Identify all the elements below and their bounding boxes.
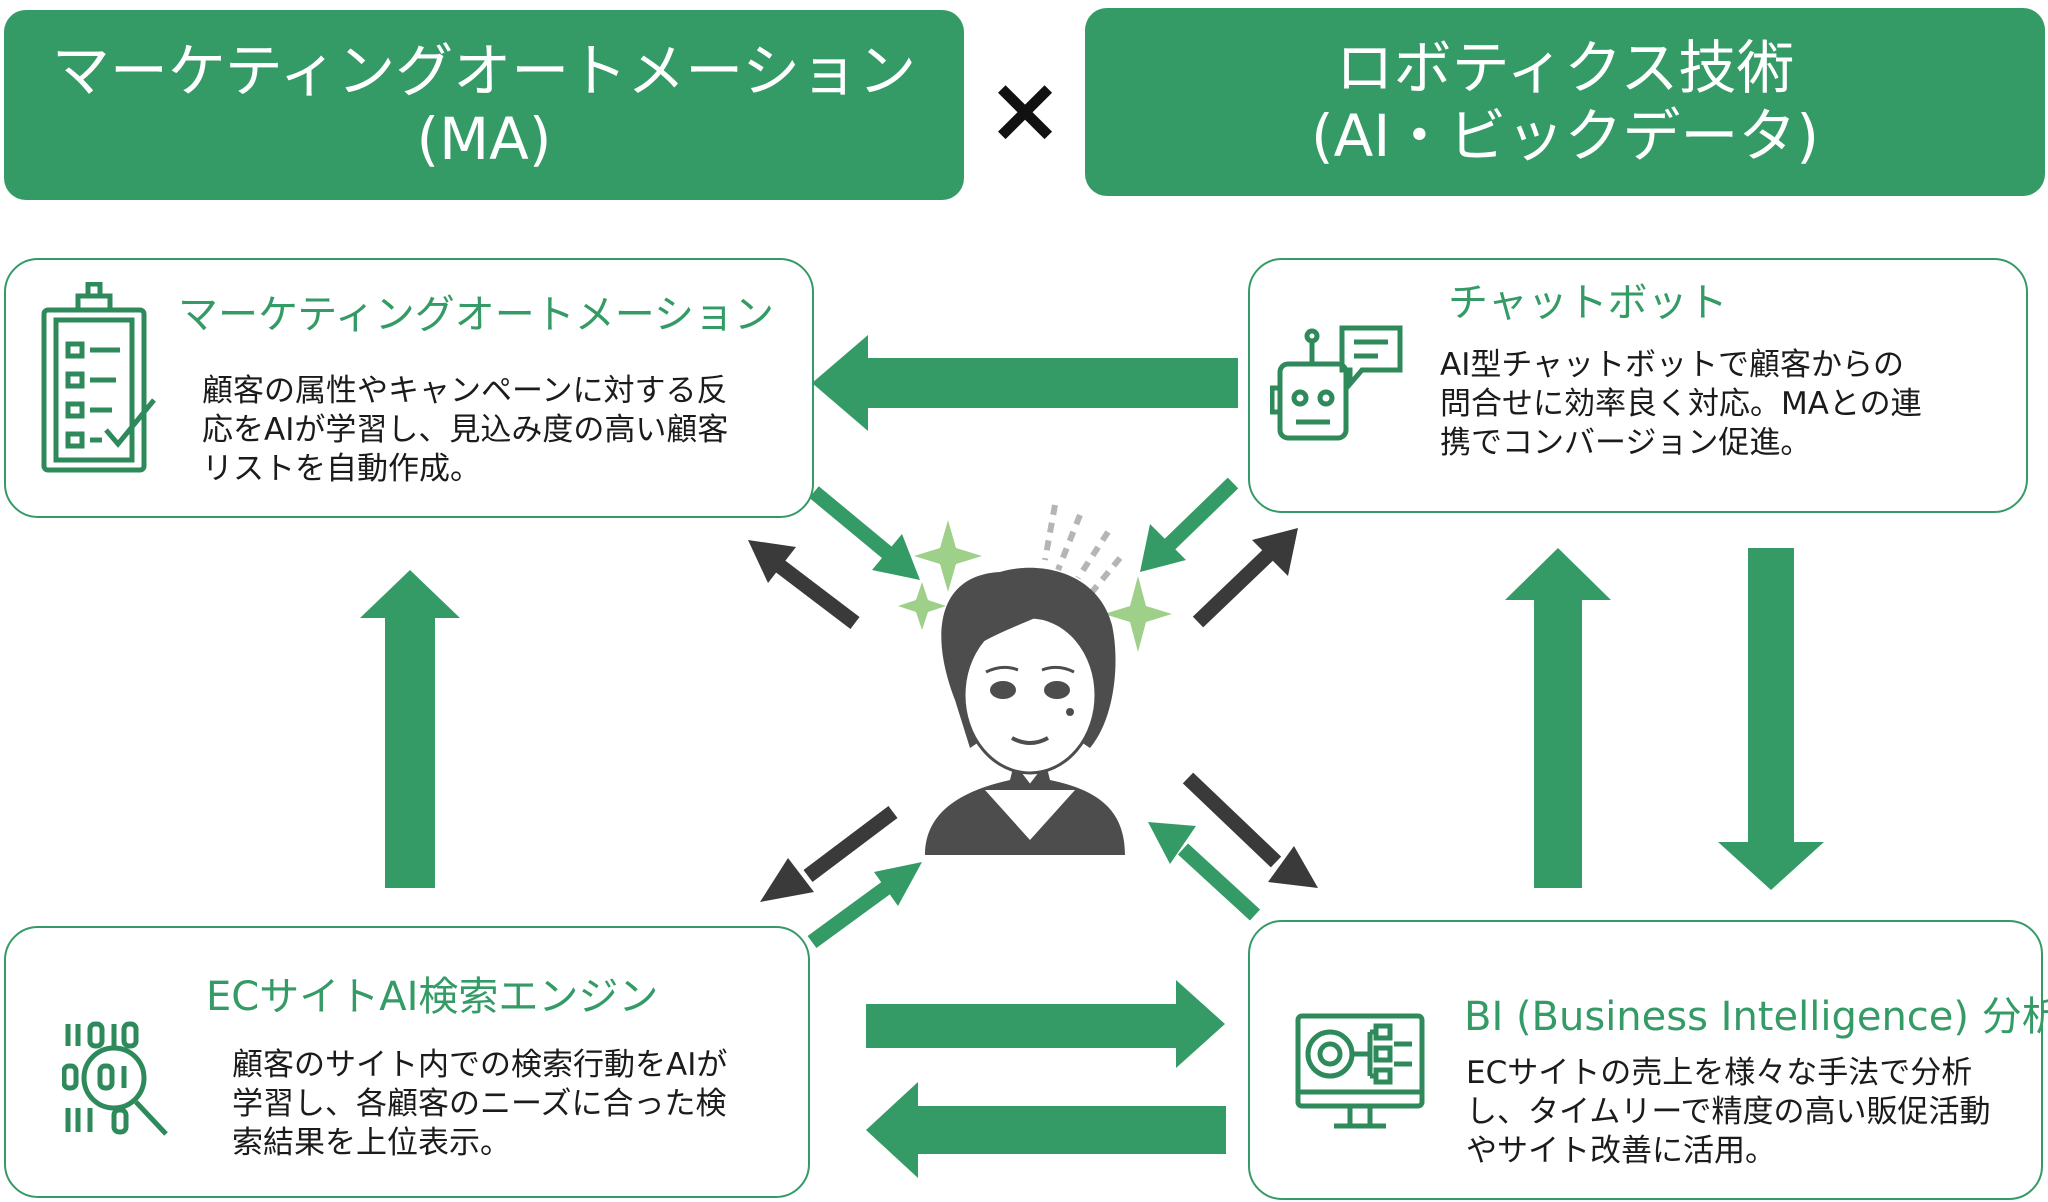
search-binary-icon [62, 1021, 168, 1136]
idea-lines [1042, 504, 1123, 594]
card-bi-line: し、タイムリーで精度の高い販促活動 [1466, 1094, 1991, 1130]
card-chatbot-description: AI型チャットボットで顧客からの 問合せに効率良く対応。MAとの連 携でコンバー… [1440, 346, 1922, 463]
card-chatbot: チャットボット AI型チャットボットで顧客からの 問合せに効率良く対応。MAとの… [1248, 258, 2028, 513]
header-marketing-automation: マーケティングオートメーション (MA) [4, 10, 964, 200]
card-chatbot-title: チャットボット [1448, 280, 1728, 326]
arrow-chat-to-ma [812, 335, 1238, 431]
arrow-bi-to-person [1148, 822, 1261, 921]
card-bi-title: BI (Business Intelligence) 分析 [1464, 994, 2048, 1040]
card-chatbot-line: 問合せに効率良く対応。MAとの連 [1440, 386, 1922, 422]
card-ma-line: 応をAIが学習し、見込み度の高い顧客 [202, 412, 729, 448]
arrow-person-to-ec [760, 806, 898, 902]
card-marketing-automation: マーケティングオートメーション 顧客の属性やキャンペーンに対する反 応をAIが学… [4, 258, 814, 518]
card-bi-analysis: BI (Business Intelligence) 分析 ECサイトの売上を様… [1248, 920, 2048, 1200]
card-bi-description: ECサイトの売上を様々な手法で分析 し、タイムリーで精度の高い販促活動 やサイト… [1466, 1054, 1991, 1171]
chatbot-icon [1270, 325, 1403, 441]
person-figure [925, 567, 1125, 855]
card-ec-search: ECサイトAI検索エンジン 顧客のサイト内での検索行動をAIが 学習し、各顧客の… [4, 926, 810, 1198]
card-ma-line: 顧客の属性やキャンペーンに対する反 [202, 373, 728, 409]
card-ec-title: ECサイトAI検索エンジン [206, 974, 659, 1020]
arrow-ec-to-bi [866, 980, 1225, 1068]
card-ma-title: マーケティングオートメーション [178, 292, 774, 338]
card-ec-line: 顧客のサイト内での検索行動をAIが [232, 1047, 728, 1083]
card-ec-line: 索結果を上位表示。 [232, 1125, 511, 1161]
header-left-line2: (MA) [416, 105, 552, 173]
header-right-line1: ロボティクス技術 [1335, 33, 1795, 102]
arrow-ma-to-person [809, 486, 920, 580]
arrow-chat-to-bi [1718, 548, 1824, 890]
card-bi-line: やサイト改善に活用。 [1466, 1133, 1776, 1169]
header-right-line2: (AI・ビックデータ) [1310, 102, 1820, 170]
arrow-chat-to-person [1140, 477, 1239, 572]
arrow-person-to-chat [1192, 528, 1298, 628]
arrow-bi-to-ec [866, 1082, 1226, 1178]
times-symbol: × [986, 56, 1064, 163]
card-ec-description: 顧客のサイト内での検索行動をAIが 学習し、各顧客のニーズに合った検 索結果を上… [232, 1046, 727, 1163]
card-bi-line: ECサイトの売上を様々な手法で分析 [1466, 1055, 1973, 1091]
bi-dashboard-icon [1295, 1013, 1425, 1129]
arrow-person-to-bi [1182, 772, 1318, 888]
arrow-bi-to-chat [1505, 548, 1611, 888]
card-ec-line: 学習し、各顧客のニーズに合った検 [232, 1086, 727, 1122]
card-chatbot-line: 携でコンバージョン促進。 [1440, 425, 1812, 461]
sparkle-icon [898, 520, 1172, 652]
card-ma-line: リストを自動作成。 [202, 451, 481, 487]
clipboard-checklist-icon [41, 282, 156, 473]
header-robotics: ロボティクス技術 (AI・ビックデータ) [1085, 8, 2045, 196]
arrow-ec-to-person [807, 862, 922, 949]
card-chatbot-line: AI型チャットボットで顧客からの [1440, 347, 1905, 383]
card-ma-description: 顧客の属性やキャンペーンに対する反 応をAIが学習し、見込み度の高い顧客 リスト… [202, 372, 728, 489]
arrow-person-to-ma [748, 540, 860, 629]
header-left-line1: マーケティングオートメーション [51, 36, 917, 105]
arrow-ec-to-ma [360, 570, 460, 888]
